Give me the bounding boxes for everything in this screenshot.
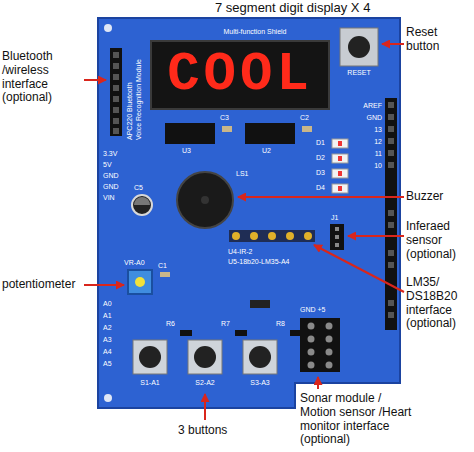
- part-label: J1: [331, 214, 347, 222]
- reset-button: [340, 28, 378, 66]
- buzzer: [177, 172, 233, 228]
- pin-header: [385, 98, 397, 330]
- pin-label: 3.3V: [103, 150, 127, 158]
- pin-label: 12: [354, 138, 382, 146]
- circuit-board: [98, 18, 400, 408]
- pin-label: 11: [354, 150, 382, 158]
- callout-label: Bluetooth /wireless interface (optional): [2, 50, 82, 105]
- jumper: [330, 224, 344, 250]
- silkscreen-text: S3-A3: [240, 379, 280, 387]
- silkscreen-text: Multi-function Shield: [200, 28, 310, 36]
- pin-label: GND +5: [300, 306, 340, 314]
- part-label: R6: [166, 320, 184, 328]
- pin-label: GND: [103, 172, 127, 180]
- silkscreen-text: S1-A1: [130, 379, 170, 387]
- led-array: [332, 139, 348, 193]
- callout-label: Buzzer: [406, 190, 468, 204]
- part-label: C1: [158, 262, 174, 270]
- part-label: R7: [221, 320, 239, 328]
- callout-label: 7 segment digit display X 4: [215, 1, 415, 16]
- silkscreen-text: VR-A0: [124, 259, 158, 267]
- part-label: R8: [276, 320, 294, 328]
- silkscreen-text: U5-18b20-LM35-A4: [228, 258, 318, 266]
- ic-chip: [165, 123, 215, 144]
- callout-label: potentiometer: [2, 278, 86, 292]
- pin-label: A1: [103, 312, 123, 320]
- pin-label: 13: [354, 126, 382, 134]
- ic-chip: [245, 123, 295, 144]
- callout-label: Inferaed sensor (optional): [406, 220, 470, 261]
- push-buttons: [133, 340, 277, 374]
- pin-label: AREF: [354, 102, 382, 110]
- mounting-hole: [104, 24, 112, 32]
- part-label: D2: [316, 154, 332, 162]
- potentiometer: [128, 270, 152, 294]
- pin-label: VIN: [103, 194, 127, 202]
- capacitor: [222, 126, 232, 132]
- pin-label: A5: [103, 360, 123, 368]
- part-label: U3: [182, 147, 202, 155]
- silkscreen-text: S2-A2: [185, 379, 225, 387]
- callout-label: LM35/ DS18B20 interface (optional): [406, 276, 470, 331]
- part-label: D1: [316, 139, 332, 147]
- display-digits: COOL: [167, 48, 313, 102]
- sonar-header: [300, 318, 340, 372]
- silkscreen-text: Voice Recognition Module: [135, 48, 143, 140]
- part-label: C2: [300, 114, 320, 122]
- pin-label: GND: [103, 183, 127, 191]
- callout-label: Reset button: [406, 26, 468, 54]
- part-label: U2: [262, 147, 282, 155]
- silkscreen-text: APC220 Bluetooth: [126, 48, 134, 140]
- part-label: D4: [316, 184, 332, 192]
- seven-segment-display: COOL: [150, 40, 330, 110]
- part-label: C5: [134, 184, 150, 192]
- callout-label: Sonar module / Motion sensor /Heart moni…: [300, 392, 412, 447]
- mounting-hole: [104, 394, 112, 402]
- silkscreen-text: RESET: [339, 69, 379, 77]
- part-label: D3: [316, 169, 332, 177]
- capacitor: [132, 195, 152, 215]
- pin-label: A2: [103, 324, 123, 332]
- sensor-socket: [229, 230, 315, 242]
- part-label: LS1: [236, 170, 260, 178]
- part-label: C3: [220, 114, 240, 122]
- button-cap: [348, 36, 370, 58]
- pin-label: 10: [354, 162, 382, 170]
- callout-label: 3 buttons: [178, 424, 258, 438]
- pin-label: A4: [103, 348, 123, 356]
- pin-label: GND: [354, 114, 382, 122]
- jumper: [250, 300, 270, 308]
- pin-label: A0: [103, 300, 123, 308]
- pin-header: [110, 48, 122, 136]
- leader-arrows: [84, 44, 404, 420]
- pin-label: A3: [103, 336, 123, 344]
- silkscreen-text: U4-IR-2: [228, 248, 298, 256]
- capacitor: [302, 126, 312, 132]
- pin-label: 5V: [103, 161, 127, 169]
